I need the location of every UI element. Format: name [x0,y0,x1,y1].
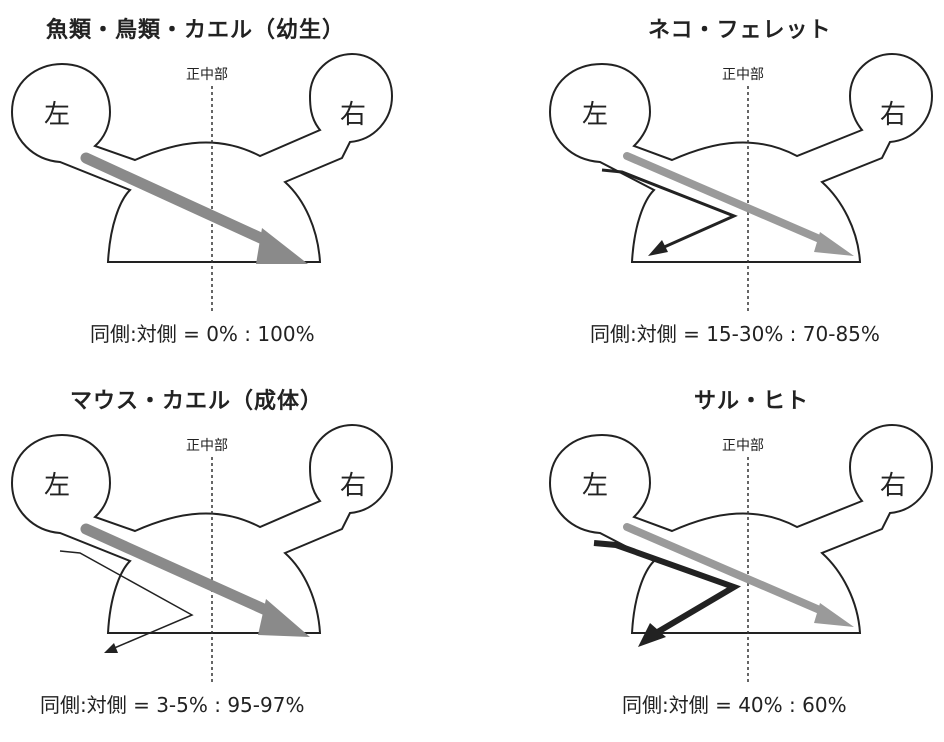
diagram-mouse-frog-adult [10,423,394,683]
midline-label: 正中部 [186,67,228,83]
panel-fish-bird-frog-larva: 魚類・鳥類・カエル（幼生） 正中部 左 右 同側:対側 = 0% : 100% [0,0,472,371]
diagram-cat-ferret [548,52,934,312]
panel-title: 魚類・鳥類・カエル（幼生） [46,18,346,43]
right-label: 右 [340,100,367,130]
diagram-monkey-human [548,423,934,683]
left-label: 左 [44,471,71,501]
midline-label: 正中部 [722,67,764,83]
panel-title: マウス・カエル（成体） [70,389,324,414]
contralateral-arrow-head [814,232,854,256]
brain-outline [10,423,394,634]
ratio-label: 同側:対側 = 15-30% : 70-85% [590,322,880,346]
midline-label: 正中部 [186,438,228,454]
panel-monkey-human: サル・ヒト 正中部 左 右 同側:対側 = 40% : 60% [472,371,944,742]
left-label: 左 [582,100,609,130]
ipsilateral-arrow-shaft [59,550,194,650]
ipsilateral-arrow-head [104,643,118,653]
contralateral-arrow-shaft [623,523,826,615]
ipsilateral-arrow-head [648,240,668,256]
midline-label: 正中部 [722,438,764,454]
contralateral-arrow-head [814,603,854,627]
brain-outline [548,423,934,634]
left-label: 左 [44,100,71,130]
panel-cat-ferret: ネコ・フェレット 正中部 左 右 同側:対側 = 15-30% : 70-85% [472,0,944,371]
right-label: 右 [340,471,367,501]
panel-title: ネコ・フェレット [648,18,832,43]
right-label: 右 [880,100,907,130]
contralateral-arrow-shaft [80,152,271,246]
brain-outline [10,52,394,263]
ratio-label: 同側:対側 = 40% : 60% [622,693,847,717]
contralateral-arrow-shaft [623,152,826,244]
ipsilateral-arrow-shaft [593,540,742,636]
left-label: 左 [582,471,609,501]
contralateral-arrow-shaft [80,523,274,617]
contralateral-arrow-head [256,228,308,264]
ratio-label: 同側:対側 = 0% : 100% [90,322,315,346]
panel-title: サル・ヒト [694,389,810,414]
ipsilateral-arrow-head [638,623,666,647]
panel-mouse-frog-adult: マウス・カエル（成体） 正中部 左 右 同側:対側 = 3-5% : 95-97… [0,371,472,742]
ipsilateral-arrow-shaft [601,168,738,250]
brain-outline [548,52,934,263]
right-label: 右 [880,471,907,501]
contralateral-arrow-head [258,599,310,637]
diagram-fish-bird-frog-larva [10,52,394,312]
ratio-label: 同側:対側 = 3-5% : 95-97% [40,693,305,717]
